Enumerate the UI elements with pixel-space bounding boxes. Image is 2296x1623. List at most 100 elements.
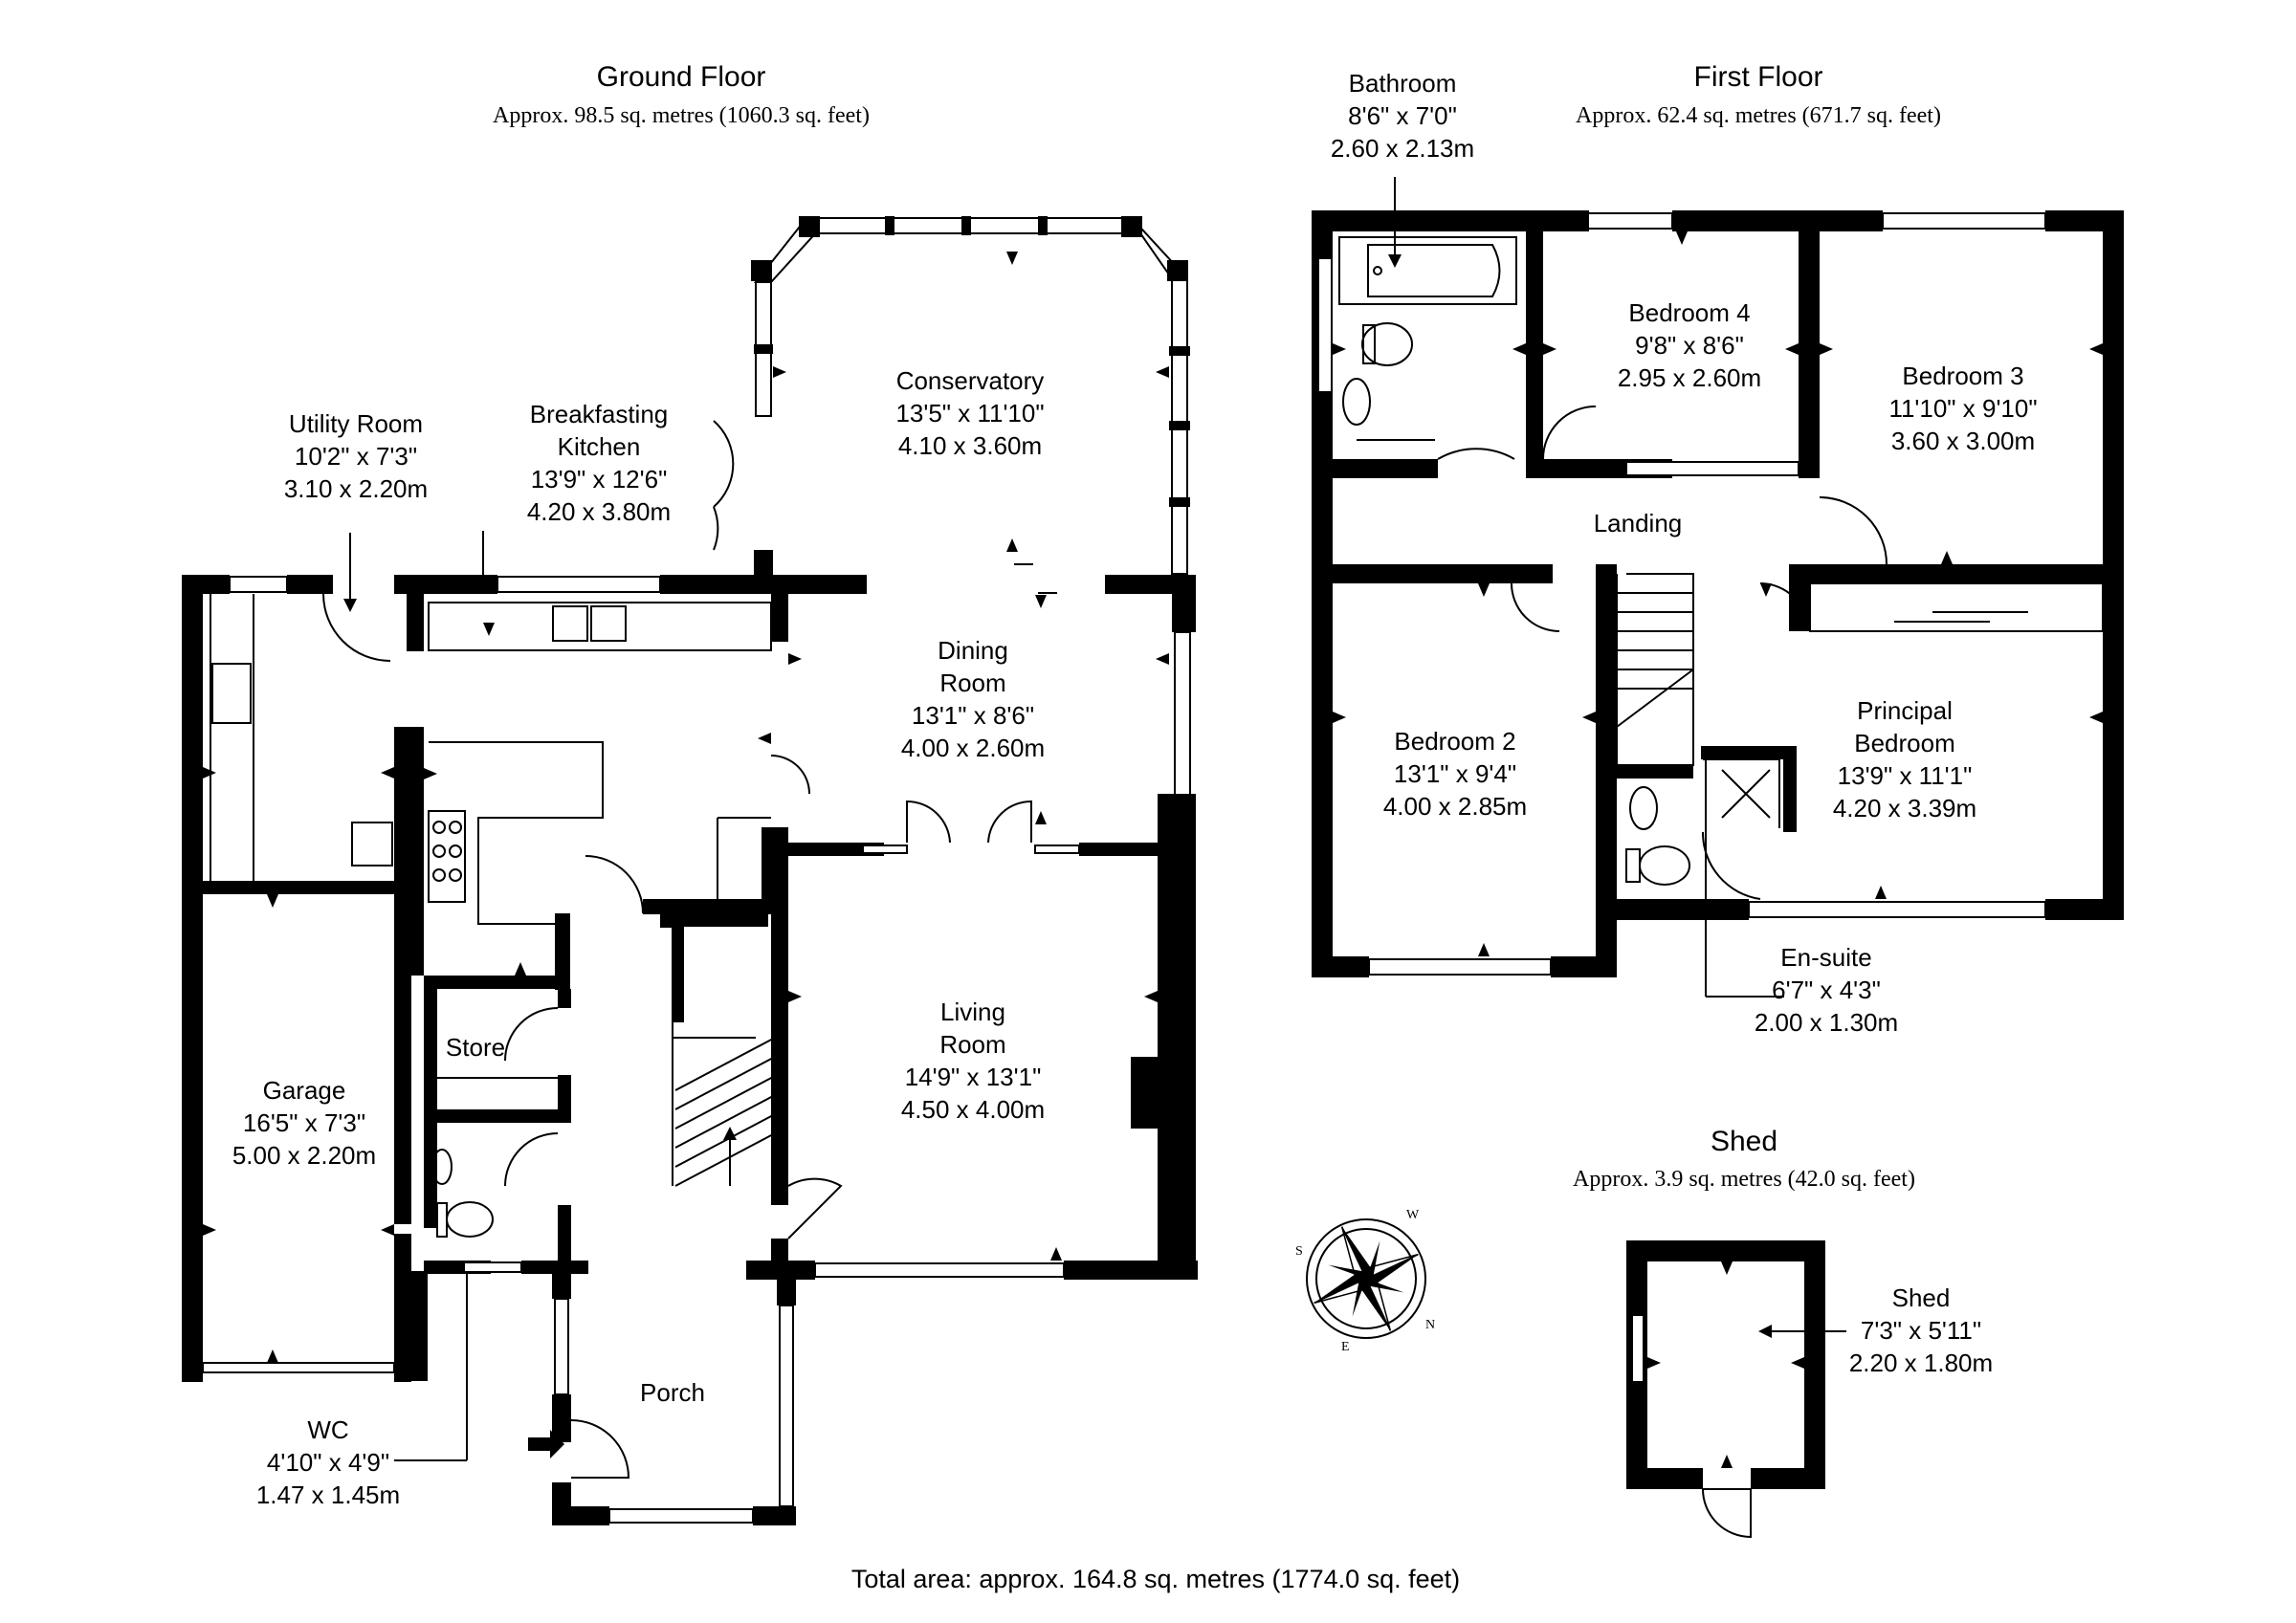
ensuite-shower-north-wall [1701,746,1797,759]
dimension-marker [788,653,802,665]
bedroom3-window [1882,212,2046,230]
room-name: Bedroom [1854,729,1955,757]
principal-wardrobe-doors [1894,611,2028,623]
dimension-marker [758,733,771,744]
room-dimensions-metric: 4.20 x 3.80m [527,497,671,526]
shed-north-wall [1626,1240,1825,1261]
room-dimensions-imperial: 9'8" x 8'6" [1635,331,1744,360]
garage-west-wall [182,575,203,1381]
dimension-marker [1478,943,1490,956]
hob-ring [449,844,462,858]
dimension-marker [1941,551,1953,564]
room-dimensions-imperial: 11'10" x 9'10" [1888,394,2037,423]
wc-door-swing [504,1132,559,1187]
bedroom3-south-wall [1799,564,2124,583]
kitchen-west-wall-top [407,575,424,651]
porch-west-window [554,1298,569,1395]
room-name: Principal [1857,696,1953,725]
principal-window [1748,901,2046,918]
dimension-marker [1478,583,1490,597]
shed-east-wall [1804,1240,1825,1489]
dimension-marker [381,1224,394,1236]
kitchen-dining-wall-top [771,575,788,642]
conservatory-corner [751,260,772,281]
bedroom4-internal-glazing [1625,461,1799,476]
ensuite-north-wall [1596,765,1693,779]
room-name: Bedroom 2 [1394,727,1515,756]
room-name: Utility Room [289,409,423,438]
room-dimensions-imperial: 6'7" x 4'3" [1772,976,1881,1004]
front-door-swing [570,1419,630,1479]
bedroom2-north-wall [1333,564,1553,583]
room-dimensions-imperial: 10'2" x 7'3" [295,442,417,471]
dimension-marker [267,894,278,908]
room-dimensions-metric: 3.10 x 2.20m [284,474,428,503]
shed-heading: Shed Approx. 3.9 sq. metres (42.0 sq. fe… [1573,1126,1915,1192]
dimension-marker [1144,991,1158,1002]
bathroom-toilet [1361,322,1413,366]
dimension-marker [1760,583,1772,597]
dimension-marker [1156,653,1169,665]
kitchen-worktop [428,602,772,651]
store-west-wall [424,989,437,1228]
principal-wardrobes [1809,582,2104,632]
understairs-wall [673,913,768,927]
kitchen-door-swing [585,855,644,914]
room-dimensions-imperial: 8'6" x 7'0" [1348,101,1457,130]
compass-ring-inner [1315,1228,1417,1329]
bathtub [1338,236,1517,305]
room-dimensions-imperial: 16'5" x 7'3" [243,1108,365,1137]
porch-east-window [779,1305,794,1507]
bathroom-leader-arrow [1388,254,1402,268]
dimension-marker [1820,343,1833,355]
dining-living-wall-left [788,843,884,856]
dimension-marker [203,1224,216,1236]
compass-point [1366,1254,1419,1283]
room-dimensions-imperial: 13'9" x 12'6" [531,465,668,493]
compass-point [1341,1226,1371,1279]
dimension-marker [1676,231,1688,245]
ensuite-basin [1629,786,1658,830]
total-area: Total area: approx. 164.8 sq. metres (17… [851,1565,1460,1593]
garage-utility-partition [203,881,411,894]
dimension-marker [788,991,802,1002]
room-dimensions-metric: 2.95 x 2.60m [1618,363,1761,392]
bedroom3-door-swing [1819,496,1888,565]
bathroom-south-wall [1333,459,1438,478]
store-wc-wall [424,1109,558,1123]
garage-door [202,1362,395,1373]
ensuite-toilet [1639,845,1690,886]
ground-floor-plan [182,216,1198,1525]
dimension-marker [1035,811,1047,824]
compass-s-label: S [1295,1244,1303,1259]
shed-south-wall-left [1626,1468,1703,1489]
porch-south-wall-right [753,1506,796,1525]
ff-south-wall-c [2045,899,2124,920]
compass-ring [1306,1218,1426,1339]
store-east-wall [558,1075,571,1123]
first-floor-leaders [1388,177,1784,998]
bath-drain [1373,266,1382,275]
compass-point [1361,1279,1391,1331]
ff-north-wall-a [1312,210,1589,231]
hob-ring [432,821,446,834]
compass-w-label: W [1406,1208,1420,1222]
utility-appliance [351,822,393,866]
dimension-marker [2089,343,2103,355]
conservatory-dining-opening [1014,563,1057,594]
utility-door-swing [322,593,391,662]
bathtub-inner [1367,244,1501,297]
room-name: Conservatory [896,366,1045,395]
dimension-marker [267,1349,278,1363]
porch-west-wall [552,1394,571,1442]
conservatory-corner [799,216,820,237]
wc-toilet [446,1201,494,1238]
room-name: Kitchen [558,432,641,461]
living-double-doors [906,800,1032,844]
dimension-marker [773,366,786,378]
room-name: Landing [1594,509,1683,537]
utility-leader-arrow [343,599,357,612]
bedroom4-corner [1799,459,1820,478]
bedroom4-window [1587,212,1673,230]
room-dimensions-imperial: 7'3" x 5'11" [1861,1316,1981,1345]
